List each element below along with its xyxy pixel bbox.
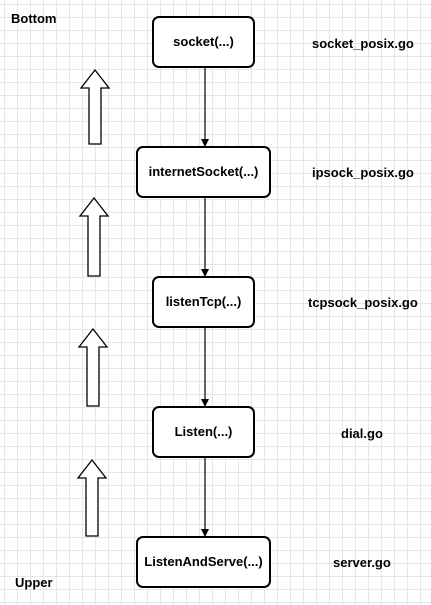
function-box-listentcp: listenTcp(...) (152, 276, 255, 328)
function-label: socket(...) (173, 34, 234, 49)
file-label-ipsock-posix: ipsock_posix.go (312, 165, 414, 180)
function-box-listenandserve: ListenAndServe(...) (136, 536, 271, 588)
function-label: ListenAndServe(...) (144, 554, 262, 569)
label-bottom: Bottom (11, 11, 57, 26)
file-label-tcpsock-posix: tcpsock_posix.go (308, 295, 418, 310)
function-label: listenTcp(...) (166, 294, 242, 309)
function-box-internetsocket: internetSocket(...) (136, 146, 271, 198)
up-arrow-icon (78, 196, 110, 277)
file-label-socket-posix: socket_posix.go (312, 36, 414, 51)
function-label: internetSocket(...) (149, 164, 259, 179)
function-box-listen: Listen(...) (152, 406, 255, 458)
up-arrow-icon (79, 68, 111, 145)
function-box-socket: socket(...) (152, 16, 255, 68)
file-label-server: server.go (333, 555, 391, 570)
up-arrow-icon (77, 327, 109, 407)
function-label: Listen(...) (175, 424, 233, 439)
file-label-dial: dial.go (341, 426, 383, 441)
up-arrow-icon (76, 458, 108, 537)
label-upper: Upper (15, 575, 53, 590)
